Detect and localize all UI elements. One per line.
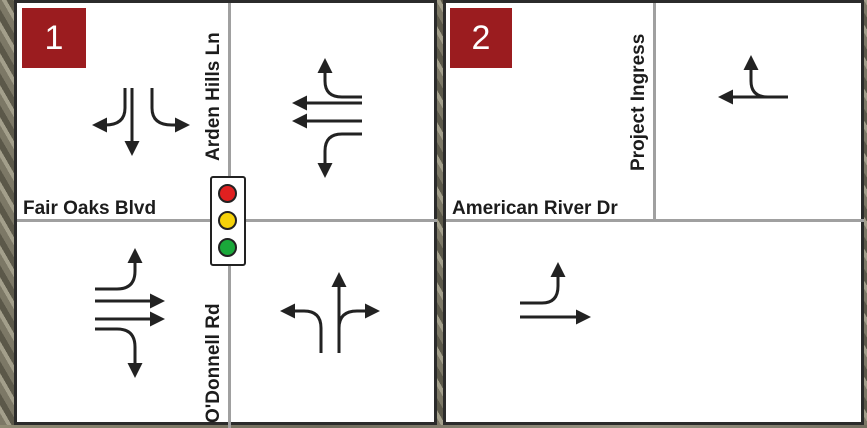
sw-right-turn-arrow [95, 329, 135, 375]
panel-1-lane-arrows [17, 3, 440, 428]
ne-left-turn-arrow [325, 134, 362, 175]
se-right-turn-arrow [339, 311, 377, 328]
p2-ne-right-turn-arrow [751, 58, 788, 97]
sw-left-turn-arrow [95, 251, 135, 289]
se-left-turn-arrow [283, 311, 321, 353]
panel-2-lane-arrows [446, 3, 867, 428]
ne-right-turn-arrow [325, 61, 362, 97]
p2-sw-left-turn-arrow [520, 265, 558, 303]
intersection-panel-2: 2 Project Ingress American River Dr [443, 0, 864, 425]
nw-right-turn-arrow [152, 88, 187, 125]
intersection-panel-1: 1 Arden Hills Ln Fair Oaks Blvd O'Donnel… [14, 0, 437, 425]
nw-left-turn-arrow [95, 88, 125, 125]
